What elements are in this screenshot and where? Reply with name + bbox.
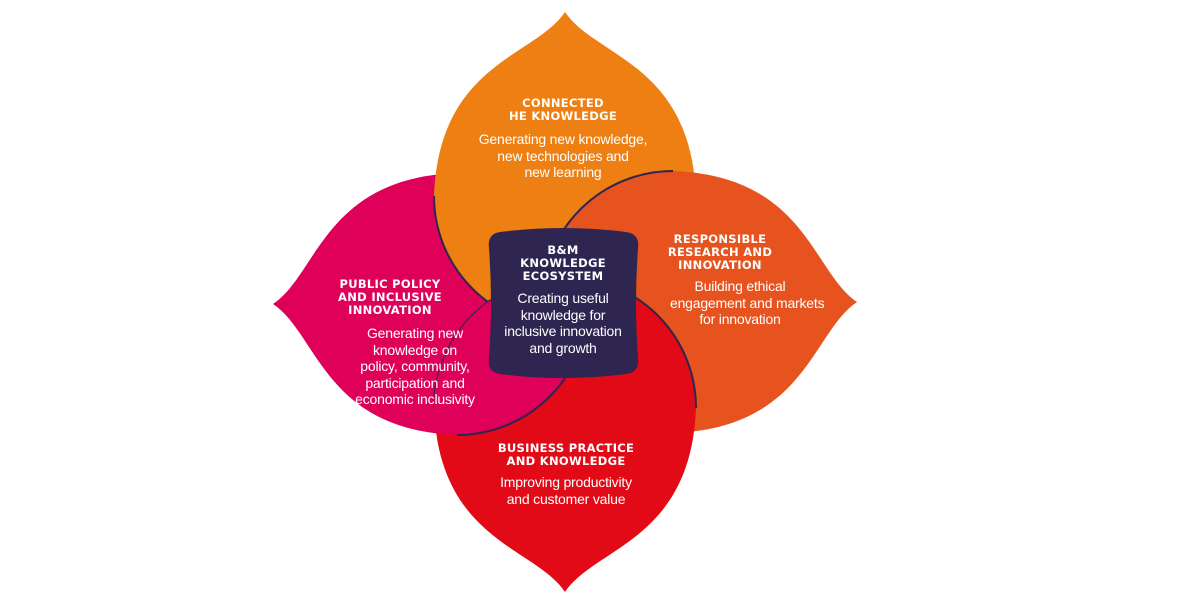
center-text: B&M KNOWLEDGE ECOSYSTEM Creating useful … <box>483 244 643 356</box>
body-line: and growth <box>529 339 597 356</box>
title-line: BUSINESS PRACTICE <box>497 441 635 455</box>
body-line: Generating new <box>366 325 464 341</box>
body-line: knowledge for <box>520 306 606 323</box>
body-line: for innovation <box>699 311 781 327</box>
body-line: Improving productivity <box>500 474 632 490</box>
title-line: ECOSYSTEM <box>522 269 604 283</box>
body-line: Generating new knowledge, <box>478 131 648 147</box>
title-line: RESEARCH AND <box>667 245 773 259</box>
title-line: AND KNOWLEDGE <box>506 454 626 468</box>
petal-public-text: PUBLIC POLICY AND INCLUSIVE INNOVATION G… <box>300 278 480 408</box>
body-line: participation and <box>365 374 465 391</box>
title-line: KNOWLEDGE <box>520 256 606 270</box>
petal-business-text: BUSINESS PRACTICE AND KNOWLEDGE Improvin… <box>466 442 666 507</box>
petal-title: RESPONSIBLE RESEARCH AND INNOVATION <box>630 233 810 272</box>
title-line: PUBLIC POLICY <box>339 277 441 291</box>
body-line: engagement and markets <box>670 294 825 311</box>
body-line: new learning <box>524 164 602 180</box>
body-line: inclusive innovation <box>504 323 622 339</box>
petal-connected-text: CONNECTED HE KNOWLEDGE Generating new kn… <box>443 97 683 181</box>
title-line: INNOVATION <box>678 258 762 272</box>
petal-responsible-text: RESPONSIBLE RESEARCH AND INNOVATION Buil… <box>630 233 825 328</box>
body-line: policy, community, <box>360 358 470 374</box>
title-line: CONNECTED <box>522 96 604 110</box>
title-line: RESPONSIBLE <box>673 232 767 246</box>
center-title: B&M KNOWLEDGE ECOSYSTEM <box>483 244 643 283</box>
center-description: Creating useful knowledge for inclusive … <box>483 290 643 356</box>
petal-title: PUBLIC POLICY AND INCLUSIVE INNOVATION <box>300 278 480 317</box>
petal-description: Generating new knowledge, new technologi… <box>443 131 683 181</box>
body-line: Creating useful <box>517 290 609 306</box>
title-line: INNOVATION <box>348 303 432 317</box>
petal-description: Building ethical engagement and markets … <box>670 278 825 328</box>
petal-title: BUSINESS PRACTICE AND KNOWLEDGE <box>466 442 666 468</box>
petal-description: Improving productivity and customer valu… <box>466 474 666 507</box>
body-line: economic inclusivity <box>355 391 475 407</box>
title-line: HE KNOWLEDGE <box>508 109 618 123</box>
center-box <box>488 228 639 378</box>
body-line: and customer value <box>506 490 626 507</box>
petal-title: CONNECTED HE KNOWLEDGE <box>443 97 683 123</box>
petal-description: Generating new knowledge on policy, comm… <box>350 325 480 408</box>
title-line: AND INCLUSIVE <box>338 290 442 304</box>
body-line: new technologies and <box>497 147 629 164</box>
title-line: B&M <box>547 243 579 257</box>
body-line: knowledge on <box>373 341 457 358</box>
body-line: Building ethical <box>694 278 786 294</box>
